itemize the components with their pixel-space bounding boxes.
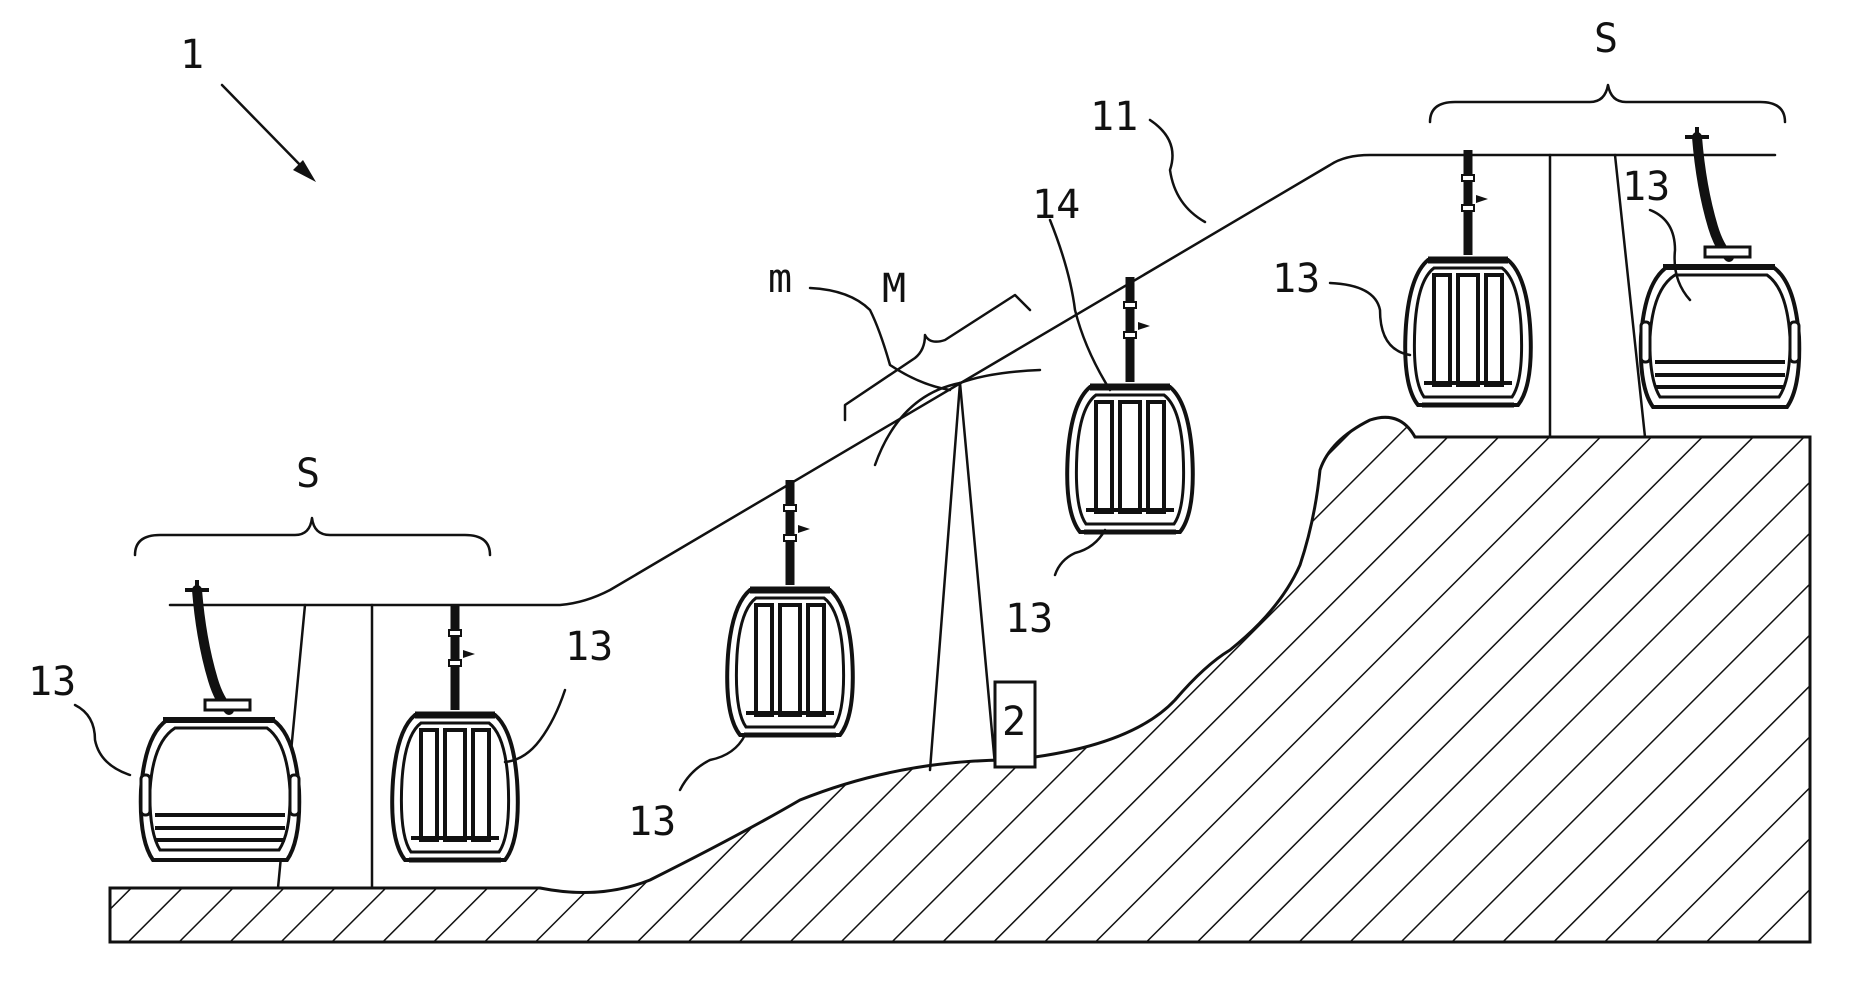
label-system: 1: [180, 32, 204, 78]
leader-cabin-left-a: [75, 705, 130, 775]
label-cabin-left-a: 13: [28, 659, 76, 705]
station-right-bracket: [1430, 85, 1785, 122]
station-left-bracket: [135, 518, 490, 555]
leader-cabin-right-a: [1330, 283, 1410, 355]
cabin-upper-slope: [1067, 277, 1193, 532]
label-cabin-right-b: 13: [1622, 164, 1670, 210]
label-station-left: S: [296, 451, 320, 497]
label-cabin-left-b: 13: [565, 624, 613, 670]
cabin-left-station-a: [141, 580, 300, 860]
cabin-left-station-b: [392, 605, 518, 860]
label-cabin-lower: 13: [628, 799, 676, 845]
terrain-ground: [110, 417, 1810, 942]
leader-grip-14: [1050, 220, 1110, 390]
label-drive-box: 2: [1002, 699, 1026, 745]
label-support-small: m: [768, 256, 792, 302]
leader-rope-11: [1150, 120, 1205, 222]
label-grip: 14: [1032, 182, 1080, 228]
label-support-big: M: [882, 266, 906, 312]
label-rope: 11: [1090, 94, 1138, 140]
leader-cabin-lower: [680, 735, 745, 790]
label-cabin-right-a: 13: [1272, 256, 1320, 302]
reference-arrow: [222, 85, 316, 182]
leader-cabin-upper: [1055, 530, 1105, 575]
label-station-right: S: [1594, 16, 1618, 62]
cabin-right-station-a: [1405, 150, 1531, 405]
label-cabin-upper: 13: [1005, 596, 1053, 642]
cabin-lower-slope: [727, 480, 853, 735]
